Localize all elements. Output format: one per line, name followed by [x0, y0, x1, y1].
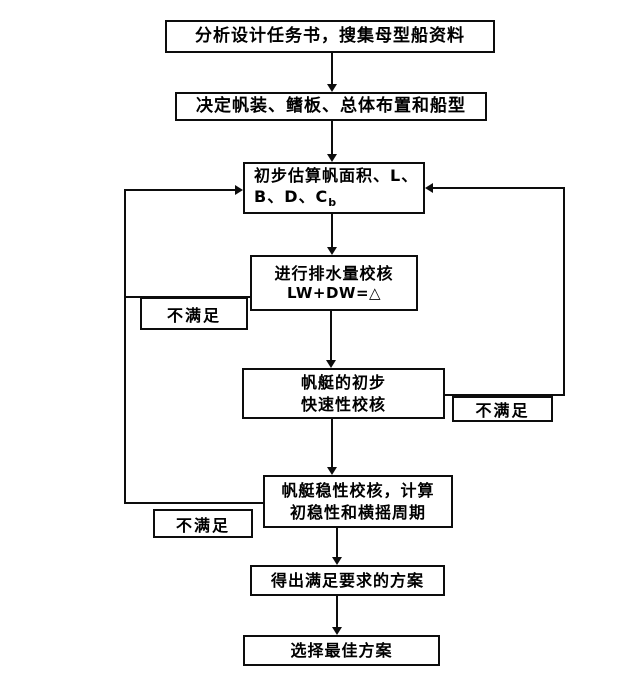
node-line: 决定帆装、鳍板、总体布置和船型 [196, 96, 466, 117]
connector-estimate-to-displacement [331, 214, 333, 249]
node-line: LW+DW=△ [286, 283, 382, 302]
node-best-scheme: 选择最佳方案 [243, 635, 440, 666]
arrowhead-down-icon [326, 360, 336, 368]
feedback-right-rail [563, 187, 565, 396]
node-analyze-task: 分析设计任务书，搜集母型船资料 [165, 20, 495, 53]
node-displacement-check: 进行排水量校核 LW+DW=△ [250, 255, 418, 311]
subscript-b: b [328, 196, 337, 210]
node-line: 得出满足要求的方案 [270, 570, 424, 590]
arrowhead-right-icon [235, 185, 243, 195]
node-line: 帆艇的初步 [300, 373, 386, 393]
arrowhead-down-icon [327, 467, 337, 475]
arrowhead-down-icon [332, 627, 342, 635]
feedback-left-lower-branch [124, 502, 265, 504]
node-line: 进行排水量校核 [274, 263, 394, 283]
feedback-right-return [433, 187, 565, 189]
arrowhead-down-icon [327, 247, 337, 255]
connector-displacement-to-speed [330, 311, 332, 362]
arrowhead-down-icon [327, 84, 337, 92]
label-not-satisfied-left-upper: 不满足 [140, 297, 248, 330]
label-not-satisfied-left-lower: 不满足 [153, 509, 253, 538]
node-decide-rig: 决定帆装、鳍板、总体布置和船型 [175, 92, 487, 121]
feedback-right-branch [445, 394, 565, 396]
node-stability-check: 帆艇稳性校核，计算 初稳性和横摇周期 [263, 475, 453, 528]
label-not-satisfied-right: 不满足 [452, 396, 553, 422]
node-line: 帆艇稳性校核，计算 [281, 481, 435, 501]
node-satisfying-scheme: 得出满足要求的方案 [250, 565, 445, 596]
arrowhead-left-icon [425, 183, 433, 193]
node-estimate-sail-area: 初步估算帆面积、L、 B、D、Cb [243, 162, 425, 214]
feedback-left-return [124, 189, 236, 191]
node-line: 初稳性和横摇周期 [289, 502, 426, 522]
arrowhead-down-icon [332, 557, 342, 565]
connector-scheme-to-best [336, 596, 338, 629]
arrowhead-down-icon [327, 154, 337, 162]
connector-speed-to-stability [331, 419, 333, 469]
node-speed-check: 帆艇的初步 快速性校核 [242, 368, 445, 419]
node-line: 初步估算帆面积、L、 [254, 166, 419, 186]
connector-analyze-to-decide [331, 52, 333, 86]
feedback-left-rail [124, 189, 126, 504]
node-line: 选择最佳方案 [290, 640, 393, 660]
feedback-left-upper-branch [124, 296, 252, 298]
node-line: B、D、Cb [254, 187, 337, 210]
node-line: 分析设计任务书，搜集母型船资料 [195, 26, 465, 47]
connector-stability-to-scheme [336, 528, 338, 559]
connector-decide-to-estimate [331, 121, 333, 156]
node-line: 快速性校核 [300, 394, 386, 414]
